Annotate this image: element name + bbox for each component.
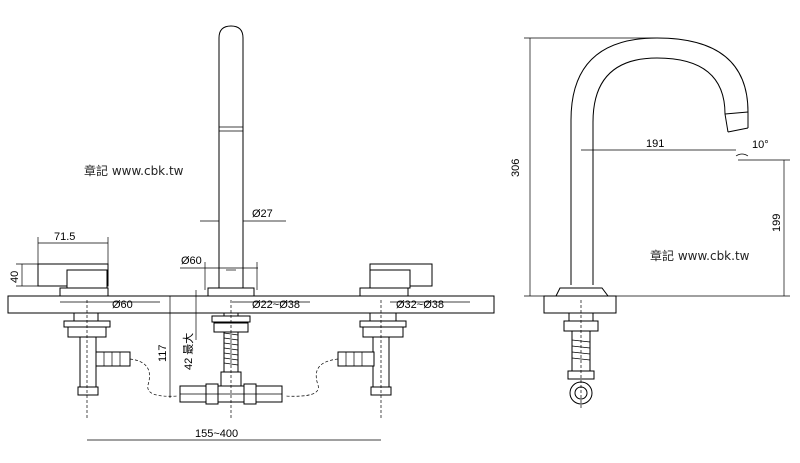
dim-base-diameter: Ø60	[181, 255, 202, 267]
right-hose	[284, 358, 339, 397]
dim-right-hole: Ø32~Ø38	[396, 299, 444, 311]
dim-angle: 10°	[752, 139, 769, 151]
watermark-right: 章記 www.cbk.tw	[650, 248, 750, 263]
dim-spread: 155~400	[195, 428, 238, 440]
dim-depth-117: 117	[157, 344, 169, 362]
left-valve	[37, 263, 131, 396]
dim-left-base: Ø60	[112, 299, 133, 311]
dim-deck-max: 42 最大	[181, 333, 195, 370]
dim-reach-191: 191	[646, 138, 664, 150]
dim-handle-height: 40	[9, 271, 21, 283]
dim-handle-width: 71.5	[54, 231, 75, 243]
watermark-left: 章記 www.cbk.tw	[84, 163, 184, 178]
right-valve	[337, 263, 433, 396]
front-view: Ø27 Ø60 Ø22~Ø38	[7, 25, 495, 441]
dim-center-hole: Ø22~Ø38	[252, 299, 300, 311]
left-hose	[129, 358, 179, 397]
side-deck	[543, 295, 617, 314]
spout-tube	[218, 25, 244, 289]
dim-height-306: 306	[510, 159, 522, 177]
dim-spout-diameter: Ø27	[252, 208, 273, 220]
gooseneck-outer	[570, 37, 749, 285]
gooseneck-inner	[592, 57, 729, 285]
dim-outlet-199: 199	[771, 214, 783, 232]
side-view: 306 191 10° 199 章記 www.cbk.tw	[510, 37, 790, 410]
